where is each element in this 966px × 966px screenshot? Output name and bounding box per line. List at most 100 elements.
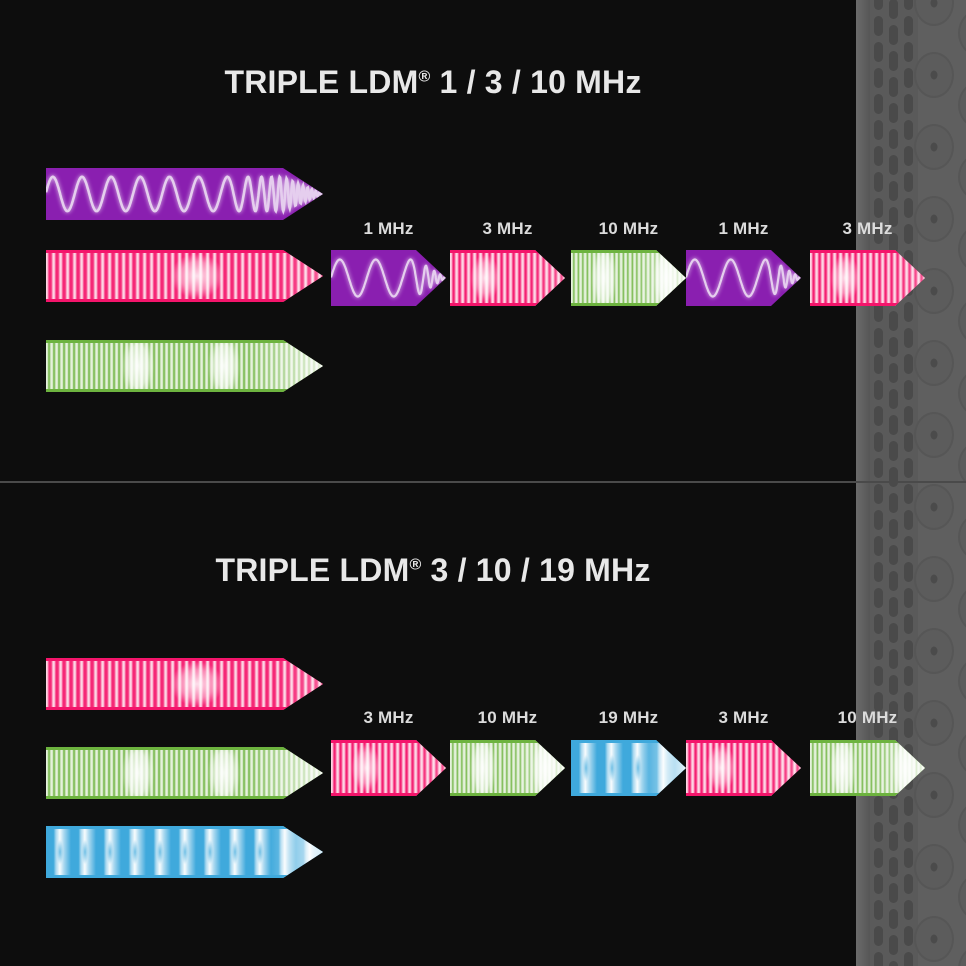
device-pill [904, 250, 913, 270]
title-bottom-suffix: 3 / 10 / 19 MHz [421, 552, 651, 588]
device-pill [874, 718, 883, 738]
arrow-body [450, 740, 565, 796]
device-pill [874, 900, 883, 920]
device-pill [904, 614, 913, 634]
device-pill [904, 666, 913, 686]
small-pink-arrow-3mhz-s0 [450, 250, 565, 306]
device-pill [889, 571, 898, 591]
device-pill [874, 848, 883, 868]
sine-wave-graphic [46, 168, 323, 220]
device-pill [889, 727, 898, 747]
device-pill [874, 224, 883, 244]
arrow-edge [46, 340, 323, 392]
device-pill [904, 94, 913, 114]
section-title-bottom: TRIPLE LDM® 3 / 10 / 19 MHz [0, 552, 866, 589]
device-pill [904, 406, 913, 426]
device-pill [904, 952, 913, 966]
device-pill [874, 874, 883, 894]
arrow-edge [46, 658, 323, 710]
device-pill [904, 796, 913, 816]
arrow-edge [450, 740, 565, 796]
arrow-body [450, 250, 565, 306]
device-pill [889, 493, 898, 513]
device-pill [889, 129, 898, 149]
device-ring [914, 844, 954, 890]
device-pill [889, 961, 898, 966]
device-ring [914, 412, 954, 458]
section-divider [0, 481, 966, 483]
device-pill [874, 172, 883, 192]
small-green-arrow-10mhz-repeat-s1 [810, 740, 925, 796]
device-pill [874, 302, 883, 322]
arrow-edge [46, 250, 323, 302]
device-pill [874, 796, 883, 816]
arrow-body [46, 250, 323, 302]
small-purple-arrow-1mhz-s0 [331, 250, 446, 306]
device-pill [889, 701, 898, 721]
device-pill [874, 692, 883, 712]
device-pill [904, 926, 913, 946]
device-pill [874, 432, 883, 452]
device-pill [874, 614, 883, 634]
arrow-body [46, 747, 323, 799]
arrow-edge [46, 747, 323, 799]
device-pill [904, 874, 913, 894]
arrow-body [686, 250, 801, 306]
small-pink-arrow-3mhz-repeat-s0 [810, 250, 925, 306]
device-pill [874, 198, 883, 218]
device-pill [904, 536, 913, 556]
device-pill [889, 909, 898, 929]
big-pink-wave-arrow-s1 [46, 658, 323, 710]
device-pill [904, 354, 913, 374]
arrow-edge [571, 740, 686, 796]
device-edge-highlight [856, 0, 870, 966]
device-pill [874, 822, 883, 842]
registered-mark-icon: ® [418, 68, 431, 86]
device-pill [904, 432, 913, 452]
device-pill [904, 692, 913, 712]
device-pill [889, 207, 898, 227]
device-pill [874, 458, 883, 478]
device-pill [904, 42, 913, 62]
device-pill [874, 510, 883, 530]
device-pill [904, 588, 913, 608]
arrow-body [331, 250, 446, 306]
device-pill [874, 94, 883, 114]
device-pill [874, 562, 883, 582]
big-green-wave-arrow-s0 [46, 340, 323, 392]
big-green-wave-arrow-s1 [46, 747, 323, 799]
registered-mark-icon: ® [409, 556, 422, 574]
device-pill [904, 302, 913, 322]
device-pill [874, 484, 883, 504]
device-ring [914, 196, 954, 242]
device-pill [889, 103, 898, 123]
device-pill [889, 857, 898, 877]
device-pill [874, 952, 883, 966]
device-pill [874, 120, 883, 140]
device-pill [874, 588, 883, 608]
device-ring [914, 916, 954, 962]
device-ring-column [914, 0, 966, 966]
device-pill [874, 328, 883, 348]
title-top-prefix: TRIPLE LDM [224, 64, 419, 100]
device-texture-strip [856, 0, 966, 966]
device-ring [914, 700, 954, 746]
big-blue-wave-arrow-s1 [46, 826, 323, 878]
device-pill [904, 146, 913, 166]
device-pill [874, 354, 883, 374]
arrow-edge [686, 740, 801, 796]
device-pill [889, 363, 898, 383]
device-pill [889, 597, 898, 617]
arrow-body [331, 740, 446, 796]
device-pill [889, 883, 898, 903]
device-ring [914, 52, 954, 98]
arrow-edge [46, 826, 323, 878]
device-pill [904, 510, 913, 530]
device-pill [889, 467, 898, 487]
device-pill [874, 640, 883, 660]
device-pill [874, 536, 883, 556]
arrow-body [571, 250, 686, 306]
device-pill [874, 666, 883, 686]
device-pill [889, 545, 898, 565]
device-pill [874, 406, 883, 426]
